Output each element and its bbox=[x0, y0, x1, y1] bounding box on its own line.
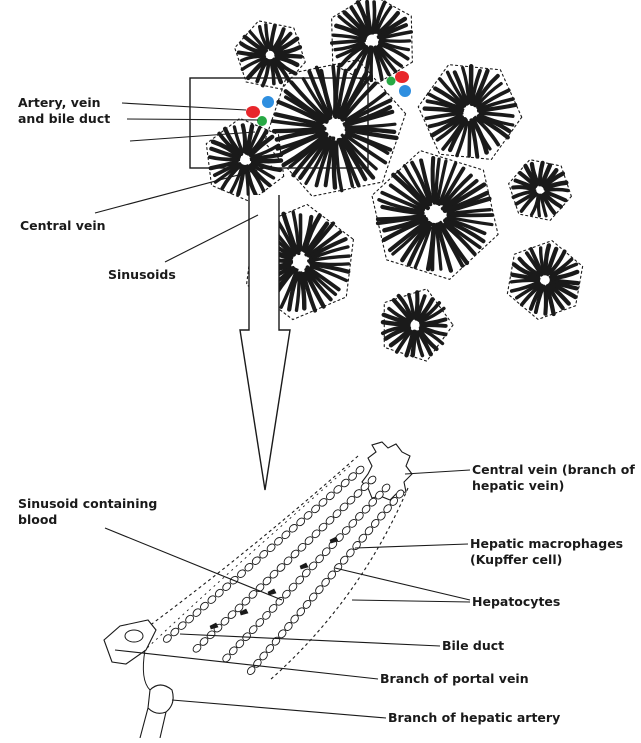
sinusoid-blood-line1: Sinusoid containing bbox=[18, 496, 157, 512]
lobule-bottom-center bbox=[383, 289, 453, 361]
bile-duct-label: Bile duct bbox=[442, 638, 504, 654]
central-vein-branch-line1: Central vein (branch of bbox=[472, 462, 635, 478]
leader-macrophages bbox=[355, 544, 468, 548]
artery-vein-bile-duct-label: Artery, vein and bile duct bbox=[18, 95, 110, 127]
leader-artery bbox=[122, 103, 246, 110]
hepatic-artery-branch bbox=[140, 685, 173, 738]
lobule-upper-right bbox=[418, 65, 521, 160]
sinusoid-blood-label: Sinusoid containing blood bbox=[18, 496, 157, 528]
leader-central-vein bbox=[95, 166, 272, 213]
leader-hepatocytes-2 bbox=[352, 600, 470, 602]
lobule-bottom-right bbox=[507, 241, 582, 320]
lobule-center bbox=[264, 60, 405, 197]
macrophages-label: Hepatic macrophages (Kupffer cell) bbox=[470, 536, 623, 568]
hepatic-artery-label: Branch of hepatic artery bbox=[388, 710, 560, 726]
central-vein-branch-label: Central vein (branch of hepatic vein) bbox=[472, 462, 635, 494]
central-vein-branch-line2: hepatic vein) bbox=[472, 478, 635, 494]
hepatocyte-plate bbox=[221, 483, 391, 664]
leader-hepatic-artery bbox=[172, 700, 386, 718]
lobule-upper-left bbox=[235, 21, 306, 89]
macrophages-line2: (Kupffer cell) bbox=[470, 552, 623, 568]
artery-vein-label-line1: Artery, vein bbox=[18, 95, 110, 111]
macrophages-line1: Hepatic macrophages bbox=[470, 536, 623, 552]
leader-central-vein-branch bbox=[405, 470, 470, 474]
lobule-right bbox=[372, 151, 498, 280]
portal-triad-lower bbox=[104, 620, 156, 664]
leader-portal-vein bbox=[115, 650, 378, 679]
lobule-far-right bbox=[509, 160, 572, 221]
portal-vein-label: Branch of portal vein bbox=[380, 671, 529, 687]
hepatocytes-label: Hepatocytes bbox=[472, 594, 560, 610]
artery-vein-label-line2: and bile duct bbox=[18, 111, 110, 127]
kupffer-cell bbox=[300, 563, 308, 569]
sinusoids-label: Sinusoids bbox=[108, 267, 176, 283]
central-vein-label: Central vein bbox=[20, 218, 106, 234]
kupffer-cell bbox=[268, 589, 276, 595]
portal-triad-left bbox=[246, 96, 274, 126]
leader-bile-duct-lower bbox=[180, 634, 440, 646]
leader-sinusoids bbox=[165, 215, 258, 262]
sinusoid-blood-line2: blood bbox=[18, 512, 157, 528]
